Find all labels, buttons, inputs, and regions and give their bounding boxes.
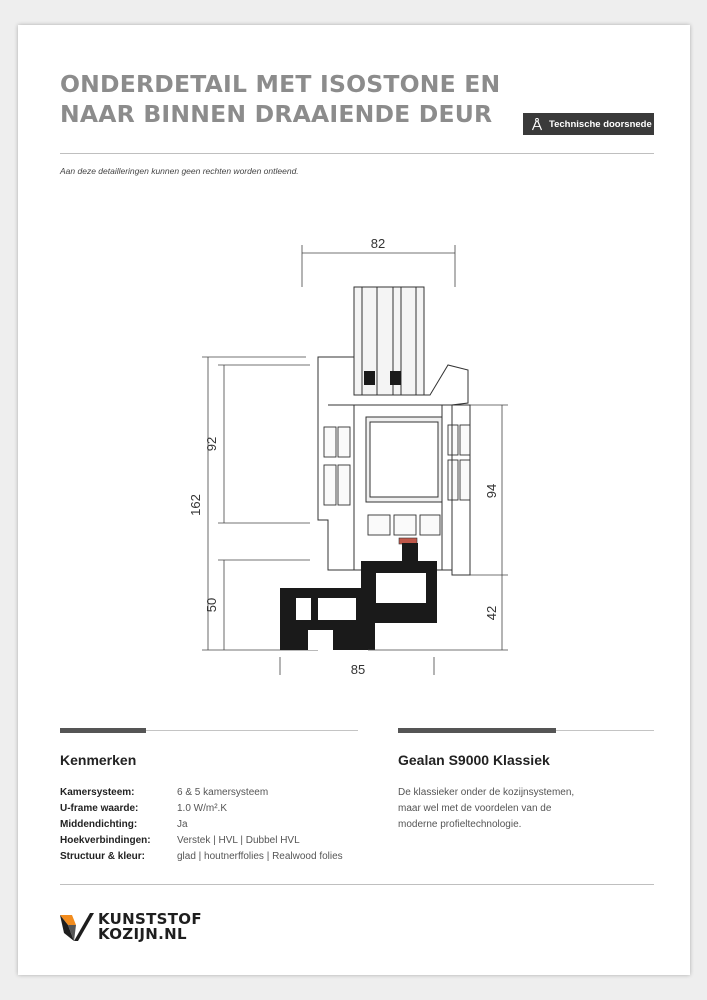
- features-divider-line: [60, 730, 358, 731]
- feature-row: U-frame waarde: 1.0 W/m².K: [60, 801, 343, 817]
- document-page: ONDERDETAIL MET ISOSTONE EN NAAR BINNEN …: [18, 25, 690, 975]
- product-divider-accent: [398, 728, 556, 733]
- page-title-line-2: NAAR BINNEN DRAAIENDE DEUR: [60, 100, 493, 128]
- cross-section-svg: 82 92 162 50: [188, 236, 508, 685]
- features-divider-accent: [60, 728, 146, 733]
- technical-section-badge: Technische doorsnede: [523, 113, 654, 135]
- dimension-label-bottom-width: 85: [351, 662, 365, 675]
- logo-text-line-2: KOZIJN.NL: [98, 925, 187, 943]
- dimension-label-left-total: 162: [188, 494, 203, 516]
- glass-spacers: [364, 371, 401, 385]
- feature-row: Middendichting: Ja: [60, 817, 343, 833]
- feature-value: Verstek | HVL | Dubbel HVL: [177, 835, 300, 846]
- feature-row: Kamersysteem: 6 & 5 kamersysteem: [60, 785, 343, 801]
- technical-drawing: 82 92 162 50: [178, 205, 518, 685]
- feature-value: glad | houtnerffolies | Realwood folies: [177, 851, 343, 862]
- features-heading: Kenmerken: [60, 752, 137, 768]
- feature-value: 6 & 5 kamersysteem: [177, 787, 269, 798]
- sill-cutouts: [296, 573, 426, 650]
- disclaimer-text: Aan deze detailleringen kunnen geen rech…: [60, 166, 299, 176]
- logo-text-line-1: KUNSTSTOF: [98, 910, 202, 928]
- feature-label: Structuur & kleur:: [60, 851, 146, 862]
- frame-outline-right: [451, 404, 471, 576]
- dimension-label-right-upper: 94: [484, 484, 499, 498]
- feature-label: U-frame waarde:: [60, 803, 139, 814]
- dimension-top-width: [301, 245, 456, 287]
- dimension-label-left-lower: 50: [204, 598, 219, 612]
- drafting-compass-icon: [531, 117, 543, 130]
- product-description-line: moderne profieltechnologie.: [398, 819, 522, 830]
- feature-row: Structuur & kleur: glad | houtnerffolies …: [60, 849, 343, 865]
- header-divider: [60, 153, 654, 154]
- product-heading: Gealan S9000 Klassiek: [398, 752, 550, 768]
- dimension-label-top-width: 82: [371, 236, 385, 251]
- dimension-label-right-lower: 42: [484, 606, 499, 620]
- dimension-right-lower: [426, 575, 508, 651]
- feature-value: Ja: [177, 819, 188, 830]
- page-title-line-1: ONDERDETAIL MET ISOSTONE EN: [60, 70, 501, 98]
- product-description-line: De klassieker onder de kozijnsystemen,: [398, 787, 575, 798]
- feature-label: Hoekverbindingen:: [60, 835, 151, 846]
- page-title: ONDERDETAIL MET ISOSTONE EN NAAR BINNEN …: [60, 69, 520, 129]
- feature-label: Kamersysteem:: [60, 787, 135, 798]
- feature-value: 1.0 W/m².K: [177, 803, 228, 814]
- product-description-line: maar wel met de voordelen van de: [398, 803, 552, 814]
- product-description: De klassieker onder de kozijnsystemen, m…: [398, 785, 618, 833]
- features-list: Kamersysteem: 6 & 5 kamersysteem U-frame …: [60, 785, 343, 865]
- dimension-left-upper: [218, 364, 310, 524]
- sash-profile: [317, 356, 469, 571]
- badge-label: Technische doorsnede: [549, 118, 652, 130]
- footer-divider: [60, 884, 654, 885]
- logo-mark-icon: [60, 913, 94, 941]
- sash-chambers: [323, 424, 471, 536]
- dimension-left-total: [202, 356, 306, 650]
- company-logo: KUNSTSTOF KOZIJN.NL: [60, 908, 230, 946]
- feature-label: Middendichting:: [60, 819, 138, 830]
- dimension-label-left-upper: 92: [204, 437, 219, 451]
- feature-row: Hoekverbindingen: Verstek | HVL | Dubbel …: [60, 833, 343, 849]
- logo-text: KUNSTSTOF KOZIJN.NL: [98, 912, 202, 942]
